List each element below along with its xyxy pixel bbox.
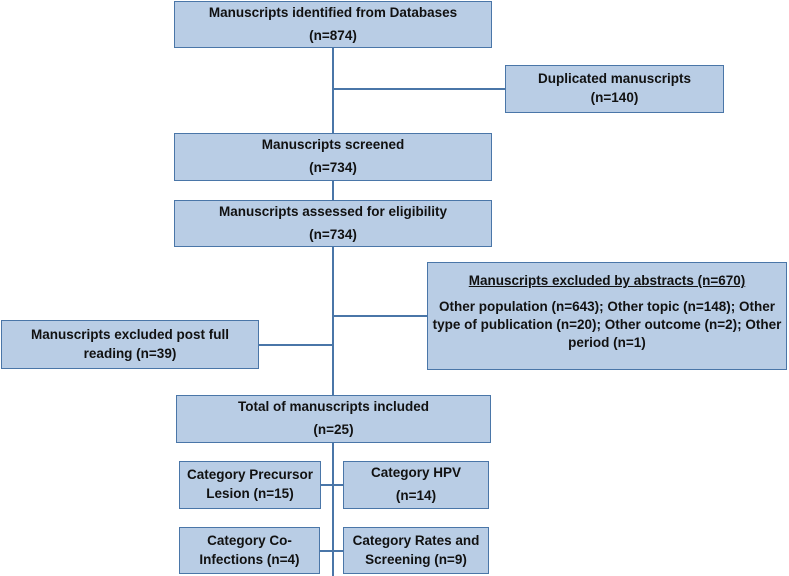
screened-box: Manuscripts screened (n=734) [174, 133, 492, 181]
category-rates-count: Screening (n=9) [365, 551, 467, 567]
category-hpv-box: Category HPV (n=14) [343, 461, 489, 509]
screened-count: (n=734) [309, 160, 357, 175]
duplicated-title: Duplicated manuscripts [537, 71, 692, 87]
connector-main-1 [332, 47, 334, 133]
category-hpv-count: (n=14) [395, 488, 437, 503]
connector-main-4 [332, 442, 334, 576]
connector-cat-row1-right [333, 484, 343, 486]
connector-cat-row2-left [320, 550, 333, 552]
excluded-abstracts-details: Other population (n=643); Other topic (n… [432, 298, 782, 351]
connector-duplicated [332, 88, 505, 90]
connector-main-2 [332, 180, 334, 200]
category-precursor-title: Category Precursor [186, 467, 314, 483]
eligibility-box: Manuscripts assessed for eligibility (n=… [174, 200, 492, 247]
category-coinfections-count: Infections (n=4) [199, 551, 300, 567]
category-precursor-count: Lesion (n=15) [206, 486, 294, 501]
identified-title: Manuscripts identified from Databases [208, 4, 458, 20]
connector-cat-row2-right [333, 550, 343, 552]
category-coinfections-title: Category Co- [207, 532, 292, 548]
excluded-full-title: Manuscripts excluded post full [30, 326, 230, 342]
included-count: (n=25) [313, 422, 354, 437]
excluded-full-count: reading (n=39) [83, 345, 177, 361]
included-box: Total of manuscripts included (n=25) [176, 395, 491, 443]
identified-box: Manuscripts identified from Databases (n… [174, 1, 492, 48]
category-hpv-title: Category HPV [370, 465, 462, 481]
included-title: Total of manuscripts included [237, 399, 430, 415]
category-coinfections-box: Category Co- Infections (n=4) [179, 527, 320, 574]
screened-title: Manuscripts screened [261, 137, 405, 153]
category-precursor-box: Category Precursor Lesion (n=15) [179, 461, 321, 509]
eligibility-title: Manuscripts assessed for eligibility [218, 203, 448, 219]
identified-count: (n=874) [309, 27, 357, 43]
duplicated-box: Duplicated manuscripts (n=140) [505, 65, 724, 113]
duplicated-count: (n=140) [590, 90, 639, 105]
category-rates-title: Category Rates and [352, 532, 480, 548]
connector-excluded-full [259, 344, 333, 346]
excluded-full-box: Manuscripts excluded post full reading (… [1, 320, 259, 369]
eligibility-count: (n=734) [309, 226, 357, 242]
connector-cat-row1-left [321, 484, 333, 486]
connector-excluded-abstracts [332, 315, 427, 317]
excluded-abstracts-box: Manuscripts excluded by abstracts (n=670… [427, 262, 787, 370]
category-rates-box: Category Rates and Screening (n=9) [343, 527, 489, 574]
connector-main-3 [332, 246, 334, 395]
excluded-abstracts-title: Manuscripts excluded by abstracts (n=670… [468, 273, 746, 288]
